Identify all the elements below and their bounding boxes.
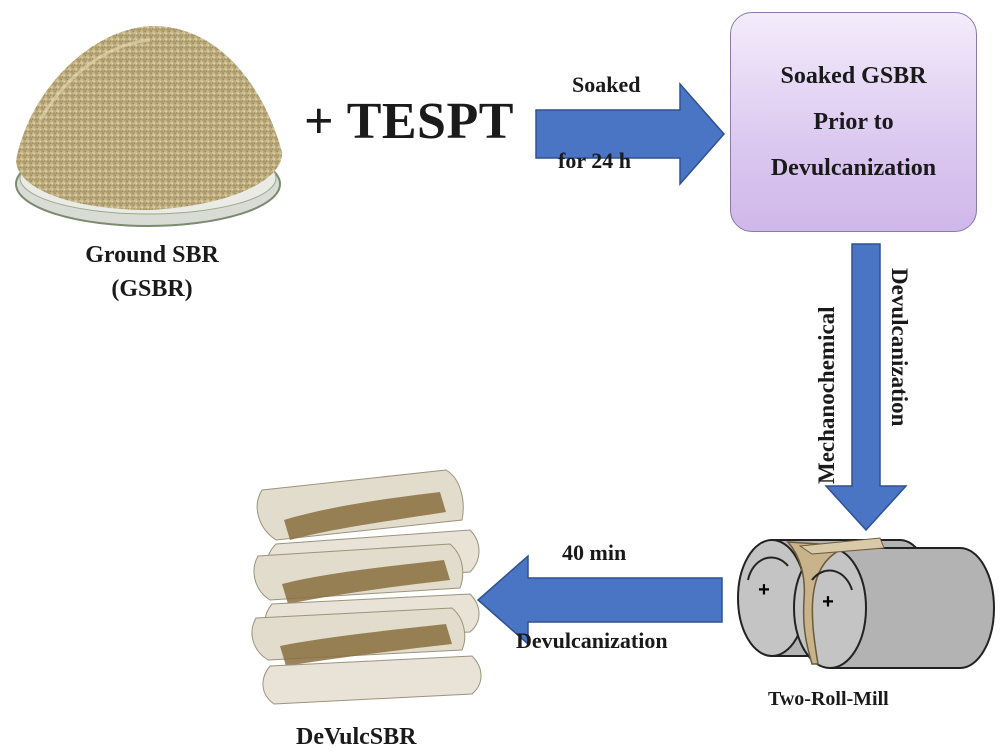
two-roll-mill-label: Two-Roll-Mill bbox=[768, 688, 889, 710]
soaked-box-line1: Soaked GSBR bbox=[780, 63, 927, 89]
soaked-box-line2: Prior to bbox=[813, 109, 894, 135]
devulcanization-left-arrow bbox=[476, 554, 723, 646]
roller-plus-right: + bbox=[822, 591, 834, 613]
soaked-box-line3: Devulcanization bbox=[770, 155, 937, 181]
devulcanization-label: Devulcanization bbox=[516, 628, 668, 653]
devulcsbr-stack-image bbox=[251, 469, 482, 705]
ground-sbr-label: Ground SBR (GSBR) bbox=[52, 238, 252, 306]
devulcanization-down-arrow bbox=[824, 243, 908, 532]
soaked-gsbr-box: Soaked GSBR Prior to Devulcanization bbox=[730, 12, 977, 232]
mechanochemical-label: Mechanochemical bbox=[814, 306, 839, 484]
ground-sbr-label-line2: (GSBR) bbox=[111, 276, 193, 302]
devulcsbr-label: DeVulcSBR bbox=[296, 724, 417, 750]
ground-sbr-dish-image bbox=[15, 25, 283, 227]
ground-sbr-label-line1: Ground SBR bbox=[85, 242, 219, 268]
roller-plus-left: + bbox=[758, 579, 770, 601]
devulcanization-vertical-label: Devulcanization bbox=[887, 268, 912, 427]
tespt-label: + TESPT bbox=[304, 93, 514, 150]
soaked-label: Soaked bbox=[572, 72, 641, 97]
soak-arrow bbox=[535, 82, 725, 186]
two-roll-mill-image bbox=[737, 537, 995, 669]
duration-40min-label: 40 min bbox=[562, 540, 627, 565]
soak-duration-label: for 24 h bbox=[558, 148, 631, 173]
